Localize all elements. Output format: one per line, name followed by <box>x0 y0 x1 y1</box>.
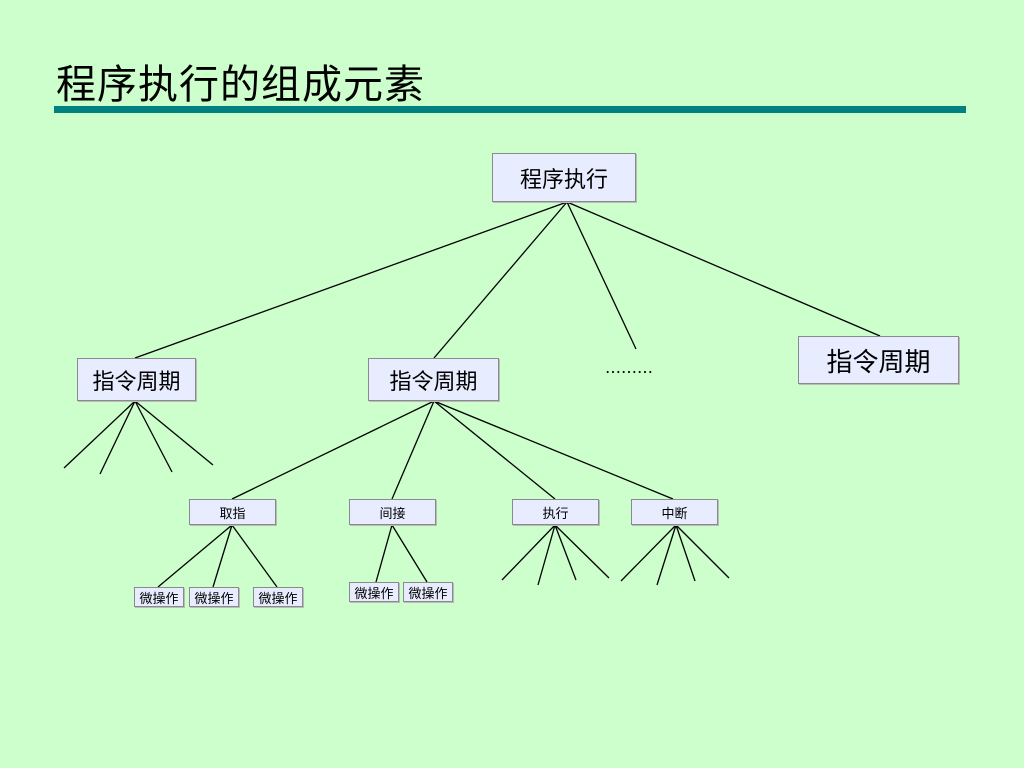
edge-fetch-op3 <box>231 524 278 588</box>
node-phase-execute: 执行 <box>512 499 599 525</box>
node-micro-op-3: 微操作 <box>253 587 303 607</box>
edge-execute-leaf2 <box>537 524 556 586</box>
edge-root-cycle3 <box>566 201 881 337</box>
edge-indirect-op2 <box>391 524 428 583</box>
edge-execute-leaf3 <box>554 524 577 581</box>
edge-interrupt-leaf4 <box>675 524 730 579</box>
edge-interrupt-leaf3 <box>675 524 696 582</box>
edge-fetch-op2 <box>212 524 233 588</box>
node-instruction-cycle-2: 指令周期 <box>368 358 499 401</box>
edge-indirect-op1 <box>375 524 393 583</box>
node-instruction-cycle-3: 指令周期 <box>798 336 959 384</box>
node-micro-op-2: 微操作 <box>189 587 239 607</box>
edge-root-cycle2 <box>433 201 568 359</box>
node-program-execution: 程序执行 <box>492 153 636 202</box>
node-phase-interrupt: 中断 <box>631 499 718 525</box>
node-phase-indirect: 间接 <box>349 499 436 525</box>
edge-root-cycle1 <box>134 201 568 359</box>
title-underline <box>54 106 966 113</box>
edge-interrupt-leaf2 <box>656 524 677 586</box>
node-phase-fetch: 取指 <box>189 499 276 525</box>
edge-execute-leaf4 <box>554 524 610 579</box>
ellipsis-more-cycles: ……… <box>605 358 653 377</box>
edge-cycle1-leaf2 <box>99 400 136 475</box>
edge-interrupt-leaf1 <box>620 524 677 582</box>
edge-cycle2-interrupt <box>433 400 674 500</box>
slide-title: 程序执行的组成元素 <box>56 62 425 108</box>
node-micro-op-1: 微操作 <box>134 587 184 607</box>
edge-execute-leaf1 <box>501 524 556 581</box>
edge-cycle1-leaf1 <box>63 400 136 469</box>
edge-fetch-op1 <box>157 524 233 588</box>
edge-cycle2-fetch <box>231 400 435 500</box>
node-instruction-cycle-1: 指令周期 <box>77 358 196 401</box>
edge-cycle1-leaf4 <box>134 400 214 466</box>
edge-cycle1-leaf3 <box>134 400 173 473</box>
node-micro-op-4: 微操作 <box>349 582 399 602</box>
edge-root-ellipsis <box>566 201 637 350</box>
edge-cycle2-indirect <box>391 400 435 500</box>
node-micro-op-5: 微操作 <box>403 582 453 602</box>
edge-cycle2-execute <box>433 400 556 500</box>
